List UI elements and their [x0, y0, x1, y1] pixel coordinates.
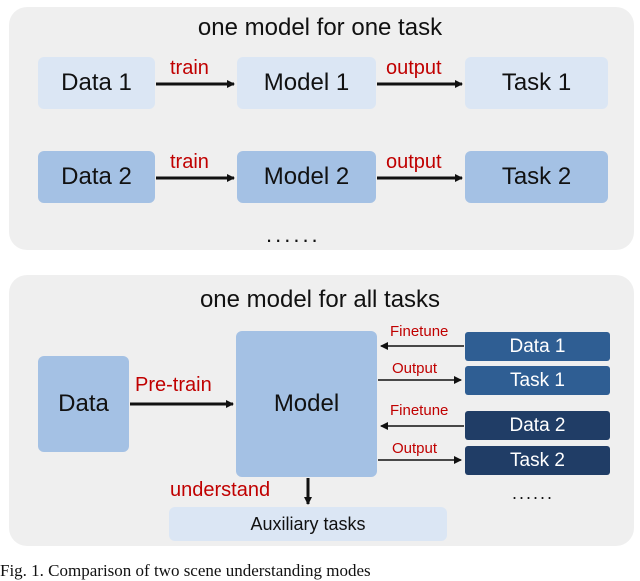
bottom-ellipsis: ......	[512, 483, 555, 503]
model-2-box: Model 2	[237, 151, 376, 203]
task-2-box: Task 2	[465, 151, 608, 203]
bottom-panel-title: one model for all tasks	[199, 286, 441, 313]
ft-data-2-box: Data 2	[465, 411, 610, 440]
ft-task-1-box: Task 1	[465, 366, 610, 395]
ft-data-1-box: Data 1	[465, 332, 610, 361]
finetune-label-1: Finetune	[390, 323, 449, 340]
understand-label: understand	[170, 479, 271, 501]
train-label-1: train	[170, 57, 209, 79]
finetune-label-2: Finetune	[390, 402, 449, 419]
top-ellipsis: ......	[266, 222, 321, 247]
output-label-1: output	[386, 57, 442, 79]
figure-caption: Fig. 1. Comparison of two scene understa…	[0, 561, 371, 580]
auxiliary-tasks-box: Auxiliary tasks	[169, 507, 447, 541]
train-label-2: train	[170, 151, 209, 173]
one-model-per-task-panel	[9, 7, 634, 250]
output-label-2: output	[386, 151, 442, 173]
pretrain-label: Pre-train	[135, 374, 212, 396]
output-label-bottom-1: Output	[392, 360, 438, 377]
data-1-box: Data 1	[38, 57, 155, 109]
ft-task-2-box: Task 2	[465, 446, 610, 475]
output-label-bottom-2: Output	[392, 440, 438, 457]
data-2-box: Data 2	[38, 151, 155, 203]
task-1-box: Task 1	[465, 57, 608, 109]
model-box: Model	[236, 331, 377, 477]
model-1-box: Model 1	[237, 57, 376, 109]
top-panel-title: one model for one task	[197, 14, 443, 41]
data-box: Data	[38, 356, 129, 452]
